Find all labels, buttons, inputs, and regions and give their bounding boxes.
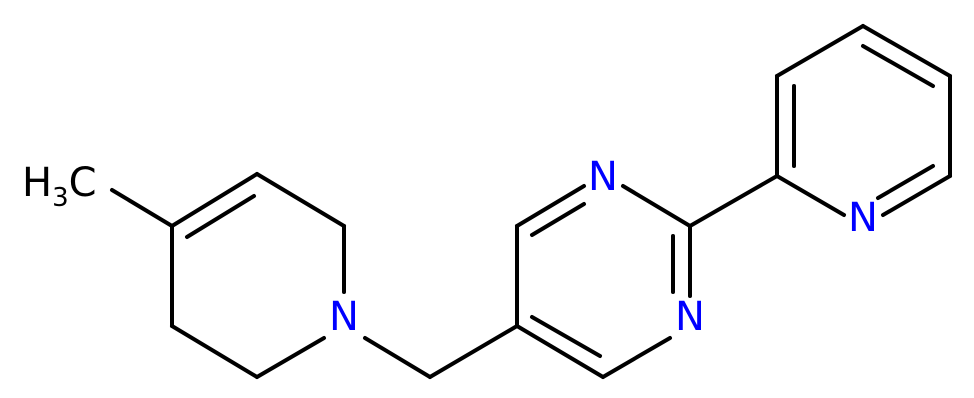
bond-pym-c4-n3-double [515,184,586,228]
bond-c6-c5 [170,324,259,379]
bond-ch2-pyrimidine [428,324,519,379]
bond-pym-c6-c5-double [515,324,605,379]
bond-n1-c6 [255,336,326,379]
bond-pyrimidine-to-pyridine [688,174,779,228]
methyl-label: H3C [22,160,97,213]
bond-pyr-c3-c4 [775,24,865,78]
nitrogen-tetrahydropyridine-label: N [329,294,359,340]
bond-pyr-c4-c5-double [861,24,952,78]
bond-methyl-to-ring [110,188,174,228]
bond-c4-c3-double-inner [185,194,256,239]
bond-pym-c6-c5-double-inner [530,315,602,358]
bond-n1-ch2 [363,336,432,379]
bond-pym-n3-c2 [621,184,692,228]
bond-pym-n1-c6 [601,336,672,379]
bond-pyr-n1-c2 [775,174,846,217]
nitrogen-pyridine-label: N [848,195,878,241]
bond-pyr-c4-c5-double-inner [861,44,935,88]
nitrogen-pyrimidine-n1-label: N [675,294,705,340]
bond-c3-c2 [255,172,346,228]
bond-pyr-c6-n1-double [881,174,952,217]
bond-pym-c4-n3-double-inner [530,202,586,237]
bond-c4-c3-double [170,172,259,228]
bond-pyr-c6-n1-double-inner [876,164,935,200]
nitrogen-pyrimidine-n3-label: N [588,154,618,200]
